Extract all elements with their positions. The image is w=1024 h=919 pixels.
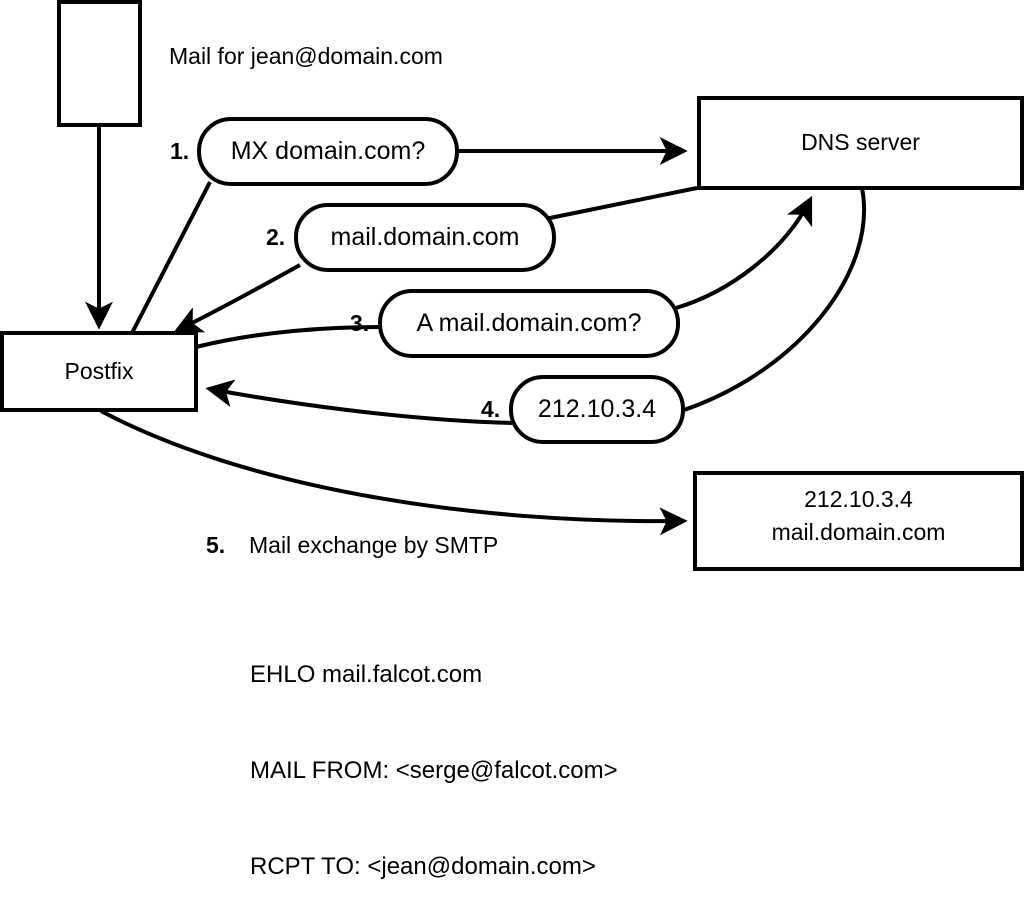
edge-dns-to-step2 <box>544 186 698 221</box>
bubble-step-3[interactable] <box>378 289 680 358</box>
step-number-3: 3. <box>350 310 370 336</box>
node-target-label-ip: 212.10.3.4 <box>804 486 913 512</box>
step-label-2: mail.domain.com <box>330 223 520 251</box>
edge-dns-to-step4 <box>683 187 866 412</box>
edge-postfix-to-step1 <box>130 181 212 334</box>
step-number-1: 1. <box>170 138 190 164</box>
node-client-box[interactable] <box>57 0 142 127</box>
step-number-5: 5. <box>206 532 226 558</box>
node-postfix-label: Postfix <box>64 358 134 384</box>
bubble-step-4[interactable] <box>509 375 685 444</box>
step-label-3: A mail.domain.com? <box>416 309 642 337</box>
smtp-transcript: EHLO mail.falcot.com MAIL FROM: <serge@f… <box>250 595 618 919</box>
edge-step3-to-dns <box>675 195 813 310</box>
edge-step4-to-postfix <box>205 379 513 425</box>
node-postfix-box[interactable] <box>0 331 198 412</box>
mail-for-caption: Mail for jean@domain.com <box>169 43 443 69</box>
node-target-label-host: mail.domain.com <box>771 519 946 545</box>
edge-postfix-to-step3 <box>195 325 382 349</box>
step-number-4: 4. <box>481 396 501 422</box>
step-label-5: Mail exchange by SMTP <box>249 532 499 558</box>
bubble-step-1[interactable] <box>197 117 459 186</box>
step-number-2: 2. <box>266 224 286 250</box>
step-label-1: MX domain.com? <box>230 137 426 165</box>
edge-postfix-to-target <box>100 409 688 536</box>
step-label-4: 212.10.3.4 <box>537 395 657 423</box>
smtp-line: EHLO mail.falcot.com <box>250 661 483 688</box>
smtp-line: RCPT TO: <jean@domain.com> <box>250 853 596 880</box>
node-target-box[interactable] <box>693 471 1024 571</box>
node-dns-box[interactable] <box>697 96 1024 190</box>
smtp-line: MAIL FROM: <serge@falcot.com> <box>250 757 618 784</box>
edge-step2-to-postfix <box>173 263 301 333</box>
bubble-step-2[interactable] <box>294 203 556 272</box>
node-dns-label: DNS server <box>801 129 920 155</box>
